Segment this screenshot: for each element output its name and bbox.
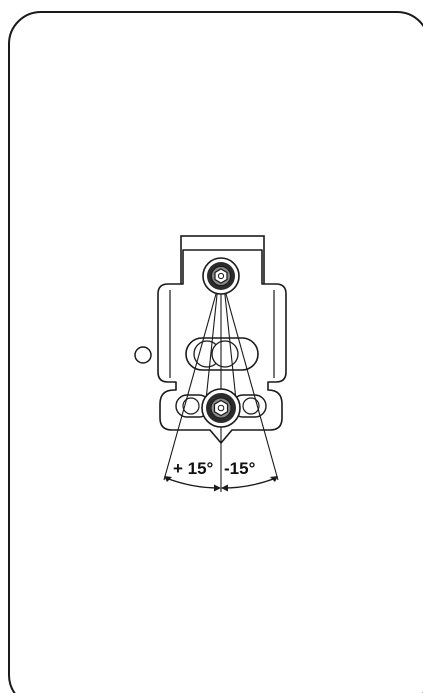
rotation-arc-arrows bbox=[164, 476, 278, 492]
angle-line-right-outer bbox=[220, 275, 279, 481]
arrow-left-end bbox=[164, 476, 172, 482]
angle-line-left-inner bbox=[205, 275, 220, 401]
lower-slot-hole-right bbox=[242, 397, 260, 415]
arrow-center-right bbox=[221, 484, 228, 492]
upper-slot-hole-right bbox=[211, 340, 239, 368]
minus-angle-label: -15° bbox=[224, 459, 256, 478]
angle-line-right-inner bbox=[222, 275, 237, 401]
bottom-bolt-icon bbox=[201, 388, 241, 428]
plus-angle-label: + 15° bbox=[173, 459, 214, 478]
reference-hole bbox=[134, 346, 152, 364]
angle-line-left-outer bbox=[163, 275, 222, 481]
lower-slot-hole-left bbox=[182, 397, 200, 415]
arrow-center-left bbox=[214, 484, 221, 492]
arrow-right-end bbox=[270, 476, 278, 482]
top-bolt-icon bbox=[202, 257, 240, 295]
